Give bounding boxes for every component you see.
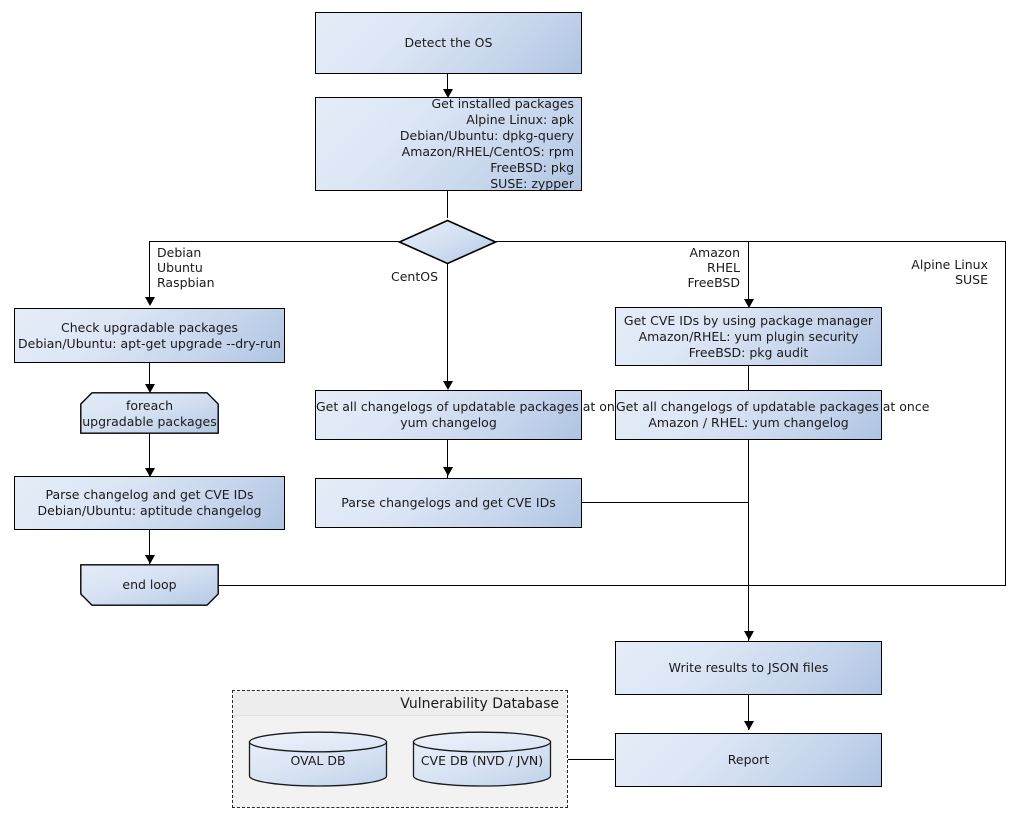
line-1: Get all changelogs of updatable packages… <box>316 399 630 414</box>
line-3: FreeBSD: pkg audit <box>688 344 809 360</box>
node-check-upgradable[interactable]: Check upgradable packages Debian/Ubuntu:… <box>14 308 285 363</box>
node-end-loop[interactable]: end loop <box>80 564 219 606</box>
node-report-label: Report <box>727 752 770 767</box>
line-4: Amazon/RHEL/CentOS: rpm <box>401 144 574 159</box>
arrowhead-end-loop <box>145 555 155 564</box>
connector-getcve-to-changelogs <box>748 366 750 390</box>
connector-debian-branch <box>149 241 151 299</box>
node-get-installed-packages[interactable]: Get installed packages Alpine Linux: apk… <box>315 96 582 192</box>
node-write-results[interactable]: Write results to JSON files <box>615 641 882 695</box>
edge-label-centos: CentOS <box>390 269 438 284</box>
node-detect-os[interactable]: Detect the OS <box>315 12 582 74</box>
connector-vulndb-to-report <box>568 759 614 761</box>
vulnerability-database-title: Vulnerability Database <box>234 692 566 716</box>
node-get-cve-pkgmgr[interactable]: Get CVE IDs by using package manager Ama… <box>615 307 882 366</box>
connector-write-to-report <box>748 695 750 730</box>
line-1: Get CVE IDs by using package manager <box>623 312 874 328</box>
database-cve-db[interactable]: CVE DB (NVD / JVN) <box>412 731 552 787</box>
node-parse-changelogs-centos-label: Parse changelogs and get CVE IDs <box>341 495 556 510</box>
arrowhead-get-cve <box>744 299 754 308</box>
node-check-upgradable-label: Check upgradable packages Debian/Ubuntu:… <box>15 320 284 352</box>
connector-centos-branch <box>447 264 449 385</box>
node-changelogs-centos[interactable]: Get all changelogs of updatable packages… <box>315 390 629 440</box>
arrowhead-foreach <box>145 384 155 393</box>
line-1: Check upgradable packages <box>61 319 238 335</box>
arrowhead-parse-changelog <box>145 468 155 477</box>
line-5: FreeBSD: pkg <box>490 160 574 175</box>
connector-centos-changelogs-to-parse <box>447 440 449 478</box>
node-parse-changelog-debian-label: Parse changelog and get CVE IDs Debian/U… <box>15 487 284 519</box>
line-2: Alpine Linux: apk <box>466 112 574 127</box>
node-changelogs-centos-label: Get all changelogs of updatable packages… <box>316 399 629 431</box>
node-get-cve-pkgmgr-label: Get CVE IDs by using package manager Ama… <box>616 313 881 361</box>
connector-branch-bus-right <box>496 241 1006 243</box>
line-2: Amazon / RHEL: yum changelog <box>648 415 849 430</box>
line-2: Debian/Ubuntu: apt-get upgrade --dry-run <box>18 335 281 351</box>
node-parse-changelog-debian[interactable]: Parse changelog and get CVE IDs Debian/U… <box>14 476 285 530</box>
node-write-results-label: Write results to JSON files <box>668 660 829 675</box>
connector-parse-changelogs-to-main <box>582 502 749 504</box>
arrowhead-parse-changelogs <box>443 467 453 476</box>
node-foreach[interactable]: foreach upgradable packages <box>80 392 219 434</box>
node-changelogs-rhel-label: Get all changelogs of updatable packages… <box>616 399 929 431</box>
arrowhead-centos-changelogs <box>443 381 453 390</box>
connector-endloop-to-right <box>218 585 1006 587</box>
connector-packages-to-decision <box>447 190 449 218</box>
connector-foreach-to-parse <box>149 433 151 477</box>
line-2: Debian/Ubuntu: aptitude changelog <box>37 503 262 518</box>
line-1: Get installed packages <box>431 96 574 111</box>
connector-parse-to-endloop <box>149 530 151 564</box>
arrowhead-check-upgradable <box>145 297 155 306</box>
node-parse-changelogs-centos[interactable]: Parse changelogs and get CVE IDs <box>315 478 582 528</box>
connector-check-to-foreach <box>149 363 151 391</box>
line-6: SUSE: zypper <box>490 176 574 191</box>
node-changelogs-rhel[interactable]: Get all changelogs of updatable packages… <box>615 390 929 440</box>
connector-amazon-branch <box>748 241 750 303</box>
connector-alpine-branch <box>1005 241 1007 586</box>
database-oval-db[interactable]: OVAL DB <box>248 731 388 787</box>
line-1: Get all changelogs of updatable packages… <box>616 399 930 414</box>
line-2: Amazon/RHEL: yum plugin security <box>638 328 859 344</box>
connector-branch-bus-left <box>149 241 399 243</box>
connector-detect-to-packages <box>447 73 449 95</box>
arrowhead-packages <box>443 89 453 98</box>
node-get-installed-packages-label: Get installed packages Alpine Linux: apk… <box>400 96 581 192</box>
line-2: yum changelog <box>400 415 497 430</box>
line-3: Debian/Ubuntu: dpkg-query <box>399 128 574 143</box>
arrowhead-report <box>744 721 754 730</box>
connector-main-right-vertical <box>748 440 750 641</box>
arrowhead-write-results <box>744 631 754 640</box>
node-report[interactable]: Report <box>615 733 882 787</box>
line-1: Parse changelog and get CVE IDs <box>45 487 254 502</box>
node-detect-os-label: Detect the OS <box>404 35 493 50</box>
node-decision-diamond[interactable] <box>398 219 497 265</box>
